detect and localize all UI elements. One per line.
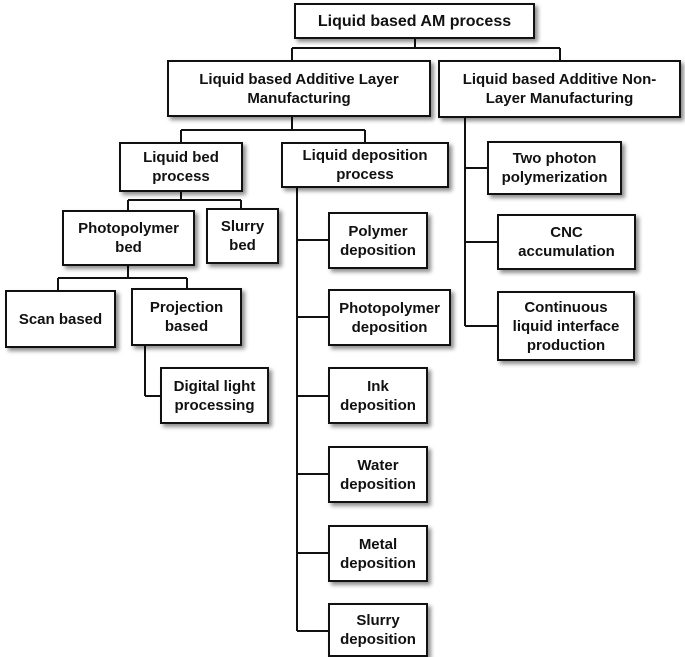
node-scan-based: Scan based bbox=[5, 290, 116, 348]
node-metal-deposition: Metal deposition bbox=[328, 525, 428, 582]
node-non-layer-manufacturing: Liquid based Additive Non- Layer Manufac… bbox=[438, 60, 681, 118]
node-slurry-bed: Slurry bed bbox=[206, 208, 279, 264]
node-water-deposition: Water deposition bbox=[328, 446, 428, 503]
node-polymer-deposition: Polymer deposition bbox=[328, 212, 428, 269]
node-liquid-bed-process: Liquid bed process bbox=[119, 142, 243, 192]
node-root: Liquid based AM process bbox=[294, 3, 535, 39]
node-ink-deposition: Ink deposition bbox=[328, 367, 428, 424]
node-layer-manufacturing: Liquid based Additive Layer Manufacturin… bbox=[167, 60, 431, 117]
node-two-photon-polymerization: Two photon polymerization bbox=[487, 141, 622, 195]
node-digital-light-processing: Digital light processing bbox=[160, 367, 269, 424]
node-photopolymer-bed: Photopolymer bed bbox=[62, 210, 195, 266]
node-projection-based: Projection based bbox=[131, 288, 242, 346]
node-photopolymer-deposition: Photopolymer deposition bbox=[328, 289, 451, 346]
node-slurry-deposition: Slurry deposition bbox=[328, 603, 428, 657]
node-continuous-liquid-interface-production: Continuous liquid interface production bbox=[497, 291, 635, 361]
node-liquid-deposition-process: Liquid deposition process bbox=[281, 142, 449, 188]
node-cnc-accumulation: CNC accumulation bbox=[497, 214, 636, 270]
